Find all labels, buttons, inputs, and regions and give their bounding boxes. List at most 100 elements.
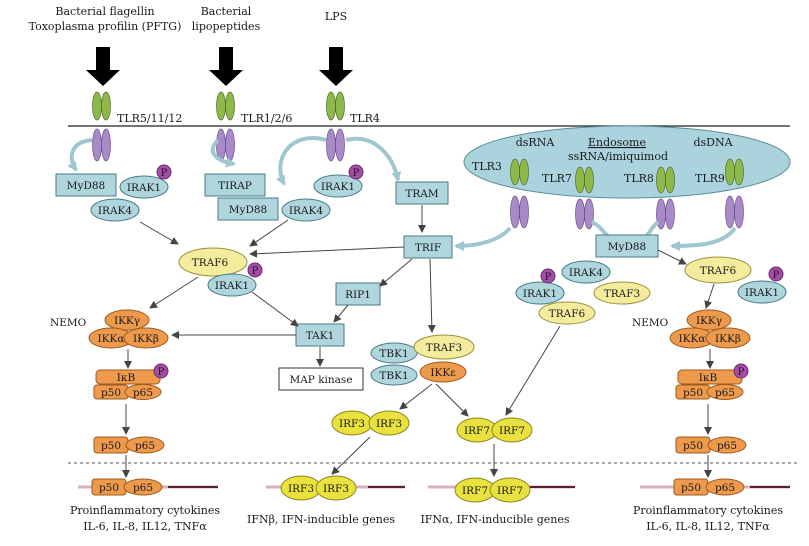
tbk1-node-1	[370, 342, 418, 364]
traf6-label-right: TRAF6	[700, 265, 737, 277]
arrow-trif-traf3	[427, 258, 436, 333]
ligand-profilin: Toxoplasma profilin (PFTG)	[29, 20, 182, 33]
tram-box	[395, 181, 449, 205]
myd88-label-3: MyD88	[608, 241, 646, 253]
ligand-flagellin: Bacterial flagellin	[55, 5, 154, 18]
tirap-label: TIRAP	[218, 180, 252, 192]
rip1-label: RIP1	[345, 289, 371, 301]
endosome-dsdna: dsDNA	[693, 136, 733, 149]
p65-node-right-1	[706, 384, 744, 400]
ligand-lps: LPS	[325, 10, 347, 23]
recruit-arrow-tlr126	[210, 138, 236, 168]
myd88-label-2: MyD88	[229, 204, 267, 216]
ikkb-node-right	[705, 327, 751, 349]
irak1-label-1: IRAK1	[127, 182, 161, 194]
irf7-label-b: IRF7	[499, 425, 525, 437]
arrow-myd88-traf6-right	[657, 249, 687, 265]
irf3-label-dna-b: IRF3	[323, 483, 349, 495]
p65-label-right-dna: p65	[715, 482, 735, 494]
traf6-node-right	[684, 256, 752, 284]
irf3-label-b: IRF3	[376, 418, 402, 430]
arrow-irak4-2-traf6	[249, 219, 289, 247]
traf3-node-endo	[593, 281, 651, 305]
output-proinflammatory-left-2: IL-6, IL-8, IL12, TNFα	[83, 520, 207, 533]
arrow-traf3-irf7	[435, 383, 469, 417]
irf7-label-dna-a: IRF7	[462, 485, 488, 497]
phospho-label-3: P	[545, 272, 552, 283]
arrow-irak4-1-traf6	[139, 221, 179, 245]
ikkb-label-left: IKKβ	[133, 333, 159, 345]
irak4-node-1	[90, 198, 140, 222]
arrow-traf6-endo-irf7	[505, 325, 561, 416]
nemo-label-right: NEMO	[632, 317, 669, 329]
traf3-label-center: TRAF3	[426, 342, 462, 354]
arrow-trif-rip1	[379, 258, 413, 287]
recruit-arrow-tlr9	[670, 226, 737, 251]
p50-label-left-dna: p50	[99, 482, 119, 494]
phospho-badge-ikb-right	[733, 363, 749, 379]
phospho-label-ikb-left: P	[158, 367, 165, 378]
tbk1-label-2: TBK1	[379, 370, 408, 382]
tak1-label: TAK1	[306, 330, 335, 342]
p50-label-right-dna: p50	[681, 482, 701, 494]
output-proinflammatory-right-1: Proinflammatory cytokines	[633, 504, 783, 517]
phospho-badge-ikb-left	[153, 363, 169, 379]
irak4-node-2	[281, 198, 331, 222]
myd88-label-1: MyD88	[67, 180, 105, 192]
phospho-label-right: P	[773, 270, 780, 281]
irf7-label-dna-b: IRF7	[497, 485, 523, 497]
p50-label-left-1: p50	[101, 387, 121, 399]
ikke-label: IKKε	[430, 367, 455, 379]
traf6-node-endo	[538, 301, 596, 325]
phospho-label-left: P	[252, 266, 259, 277]
irf3-node-b	[368, 410, 410, 436]
arrow-traf3-irf3	[399, 383, 433, 410]
tirap-box	[204, 173, 266, 197]
arrow-traf6-ikk	[149, 276, 199, 309]
endosome	[463, 125, 791, 199]
irak4-label-2: IRAK4	[289, 205, 323, 217]
p65-label-left-1: p65	[133, 387, 153, 399]
p65-label-right-2: p65	[717, 440, 737, 452]
output-proinflammatory-left-1: Proinflammatory cytokines	[70, 504, 220, 517]
tlr5-label: TLR5/11/12	[117, 112, 182, 125]
ikkb-node-left	[123, 327, 169, 349]
nemo-label-left: NEMO	[50, 317, 87, 329]
tlr8-receptor	[656, 166, 675, 230]
irf7-label-a: IRF7	[464, 425, 490, 437]
ikb-label-left: IκB	[117, 372, 136, 384]
p65-label-left-2: p65	[135, 440, 155, 452]
tram-label: TRAM	[405, 188, 438, 200]
ikb-label-right: IκB	[699, 372, 718, 384]
p65-node-left-dna	[123, 478, 163, 496]
traf3-node-center	[413, 334, 475, 360]
ligand-lipopeptides-1: Bacterial	[201, 5, 252, 18]
p50-label-left-2: p50	[101, 440, 121, 452]
phospho-badge-2	[348, 164, 364, 180]
trif-label: TRIF	[415, 242, 441, 254]
phospho-badge-1	[156, 164, 172, 180]
irak1-label-left: IRAK1	[215, 280, 249, 292]
traf3-label-endo: TRAF3	[604, 288, 640, 300]
arrow-rip1-tak1	[333, 304, 349, 323]
tlr8-label: TLR8	[624, 172, 654, 185]
irak1-label-right: IRAK1	[745, 287, 779, 299]
phospho-label-2: P	[353, 168, 360, 179]
arrow-traf6-ikk-right	[704, 283, 715, 309]
ikkg-node-right	[686, 309, 732, 331]
p65-node-right-dna	[705, 478, 745, 496]
output-ifna: IFNα, IFN-inducible genes	[420, 513, 569, 526]
tbk1-label-1: TBK1	[379, 348, 408, 360]
arrow-irf3-nucleus	[331, 436, 371, 475]
tlr7-label: TLR7	[542, 172, 572, 185]
map-kinase-box	[278, 367, 364, 391]
p65-label-left-dna: p65	[133, 482, 153, 494]
recruit-arrow-tlr3-trif	[454, 226, 512, 251]
tlr126-label: TLR1/2/6	[241, 112, 292, 125]
p65-node-right-2	[707, 436, 747, 454]
ikkg-node-left	[104, 309, 150, 331]
phospho-label-ikb-right: P	[738, 367, 745, 378]
irak1-label-2: IRAK1	[321, 181, 355, 193]
p65-node-left-2	[125, 436, 165, 454]
traf6-node-left	[178, 247, 248, 277]
